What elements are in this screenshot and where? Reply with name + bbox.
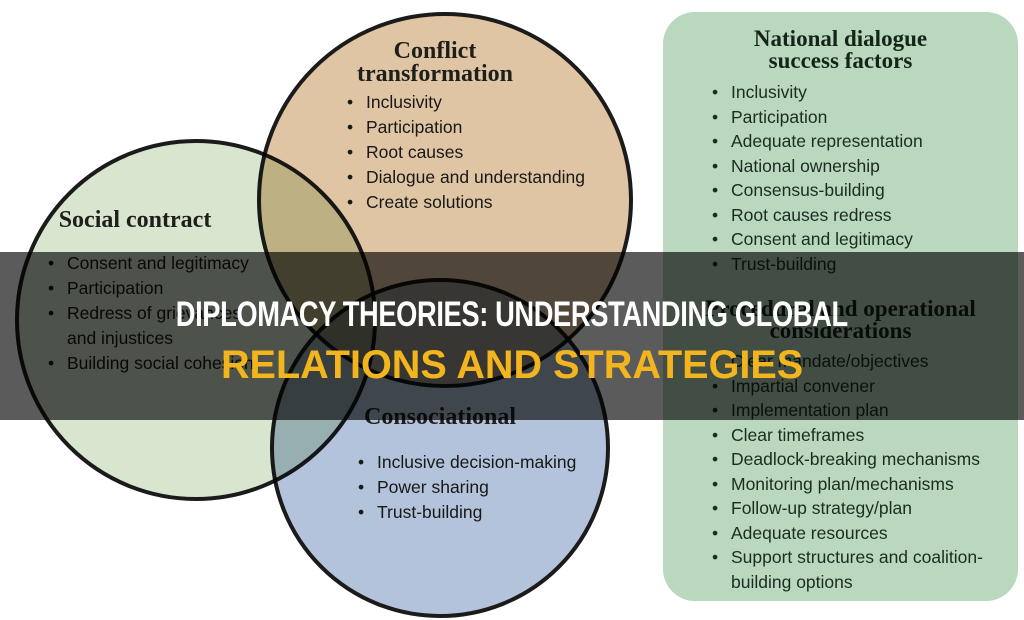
- list-item: Dialogue and understanding: [345, 165, 607, 190]
- list-item: Root causes redress: [710, 203, 1010, 228]
- banner-title-line2: RELATIONS AND STRATEGIES: [0, 343, 1024, 388]
- list-item: Participation: [345, 115, 607, 140]
- list-item-label: Create solutions: [366, 192, 493, 212]
- title-banner-overlay: [0, 252, 1024, 420]
- list-item-label: Support structures and coalition-buildin…: [731, 547, 983, 592]
- title-line: transformation: [357, 61, 513, 87]
- list-item-label: Clear timeframes: [731, 424, 865, 445]
- consociational-list: Inclusive decision-makingPower sharingTr…: [356, 450, 601, 525]
- list-item-label: Inclusive decision-making: [377, 452, 577, 472]
- conflict-transformation-title: Conflict transformation: [305, 38, 565, 87]
- list-item: Power sharing: [356, 475, 601, 500]
- list-item-label: Root causes: [366, 142, 464, 162]
- list-item-label: Deadlock-breaking mechanisms: [731, 449, 980, 469]
- social-contract-title: Social contract: [30, 207, 240, 233]
- list-item: Adequate resources: [710, 521, 1010, 546]
- national-dialogue-list: InclusivityParticipationAdequate represe…: [710, 80, 1010, 276]
- list-item-label: Inclusivity: [366, 92, 442, 112]
- list-item-label: Root causes redress: [731, 204, 892, 225]
- list-item-label: Trust-building: [377, 502, 483, 522]
- list-item-label: Consent and legitimacy: [731, 229, 913, 249]
- list-item: Trust-building: [356, 500, 601, 525]
- list-item: Inclusivity: [710, 80, 1010, 105]
- title-line: success factors: [768, 48, 913, 73]
- national-dialogue-title: National dialogue success factors: [663, 26, 1018, 73]
- list-item: Clear timeframes: [710, 423, 1010, 448]
- list-item: Consensus-building: [710, 178, 1010, 203]
- list-item-label: Consensus-building: [731, 180, 885, 200]
- list-item: Create solutions: [345, 190, 607, 215]
- list-item-label: Monitoring plan/mechanisms: [731, 473, 954, 494]
- list-item: National ownership: [710, 154, 1010, 179]
- list-item-label: Participation: [366, 117, 463, 137]
- list-item: Follow-up strategy/plan: [710, 496, 1010, 521]
- conflict-transformation-list: InclusivityParticipationRoot causesDialo…: [345, 90, 607, 215]
- list-item-label: Participation: [731, 106, 828, 127]
- list-item: Monitoring plan/mechanisms: [710, 472, 1010, 497]
- list-item-label: Follow-up strategy/plan: [731, 498, 912, 518]
- list-item-label: Adequate resources: [731, 522, 888, 543]
- list-item: Root causes: [345, 140, 607, 165]
- list-item: Participation: [710, 105, 1010, 130]
- list-item: Inclusivity: [345, 90, 607, 115]
- list-item: Inclusive decision-making: [356, 450, 601, 475]
- list-item: Support structures and coalition-buildin…: [710, 545, 1010, 594]
- list-item-label: National ownership: [731, 155, 880, 176]
- list-item-label: Adequate representation: [731, 131, 923, 151]
- banner-title-line1-text: DIPLOMACY THEORIES: UNDERSTANDING GLOBAL: [176, 295, 848, 334]
- list-item: Adequate representation: [710, 129, 1010, 154]
- title-line: Conflict: [393, 38, 477, 64]
- title-line: Social contract: [58, 207, 212, 233]
- list-item: Deadlock-breaking mechanisms: [710, 447, 1010, 472]
- list-item-label: Inclusivity: [731, 82, 807, 102]
- banner-title-line2-text: RELATIONS AND STRATEGIES: [220, 343, 804, 387]
- list-item: Consent and legitimacy: [710, 227, 1010, 252]
- list-item-label: Power sharing: [377, 477, 489, 497]
- title-line: National dialogue: [753, 26, 928, 51]
- banner-title-line1: DIPLOMACY THEORIES: UNDERSTANDING GLOBAL: [0, 295, 1024, 335]
- list-item-label: Dialogue and understanding: [366, 167, 585, 187]
